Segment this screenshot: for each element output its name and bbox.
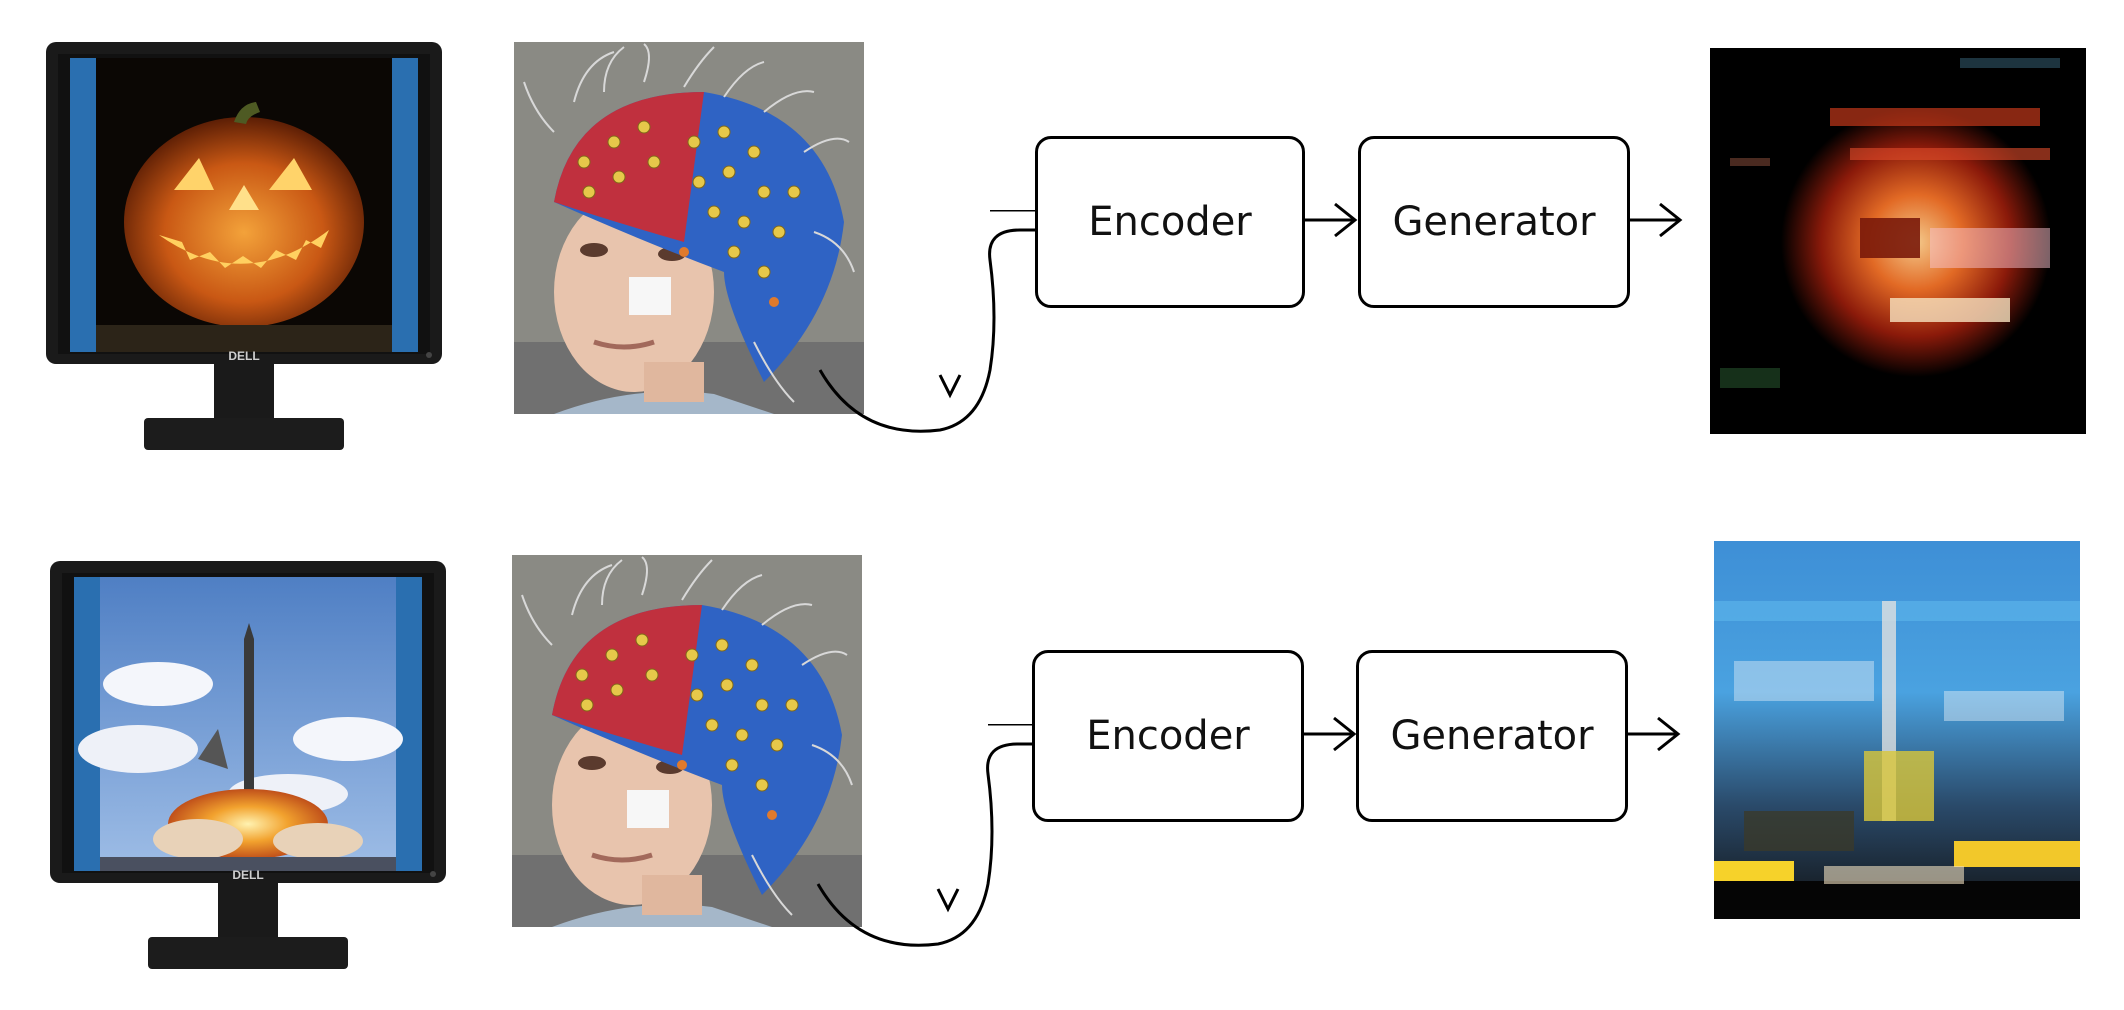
generator-label: Generator [1390, 713, 1594, 759]
monitor-icon: DELL [50, 561, 446, 969]
monitor-brand: DELL [232, 868, 263, 882]
reconstructed-image [1710, 48, 2086, 434]
generator-box: Generator [1356, 650, 1628, 822]
pumpkin-image [124, 102, 364, 327]
eeg-cap-photo [514, 42, 864, 414]
rocket-launch-image [78, 623, 403, 859]
generator-label: Generator [1392, 199, 1596, 245]
encoder-box: Encoder [1032, 650, 1304, 822]
reconstructed-image [1714, 541, 2080, 919]
monitor-icon: DELL [46, 42, 442, 450]
generator-box: Generator [1358, 136, 1630, 308]
arrow-icon [1628, 716, 1681, 752]
encoder-label: Encoder [1086, 713, 1250, 759]
encoder-box: Encoder [1035, 136, 1305, 308]
encoder-label: Encoder [1088, 199, 1252, 245]
row-1: DELL [46, 42, 2086, 450]
arrow-icon [1304, 716, 1357, 752]
arrow-icon [1630, 202, 1683, 238]
eeg-cap-photo [512, 555, 862, 927]
row-2: DELL [0, 505, 2124, 1010]
wire-icon [816, 724, 1038, 947]
wire-icon [818, 210, 1040, 433]
monitor-brand: DELL [228, 349, 259, 363]
arrow-icon [1305, 202, 1358, 238]
